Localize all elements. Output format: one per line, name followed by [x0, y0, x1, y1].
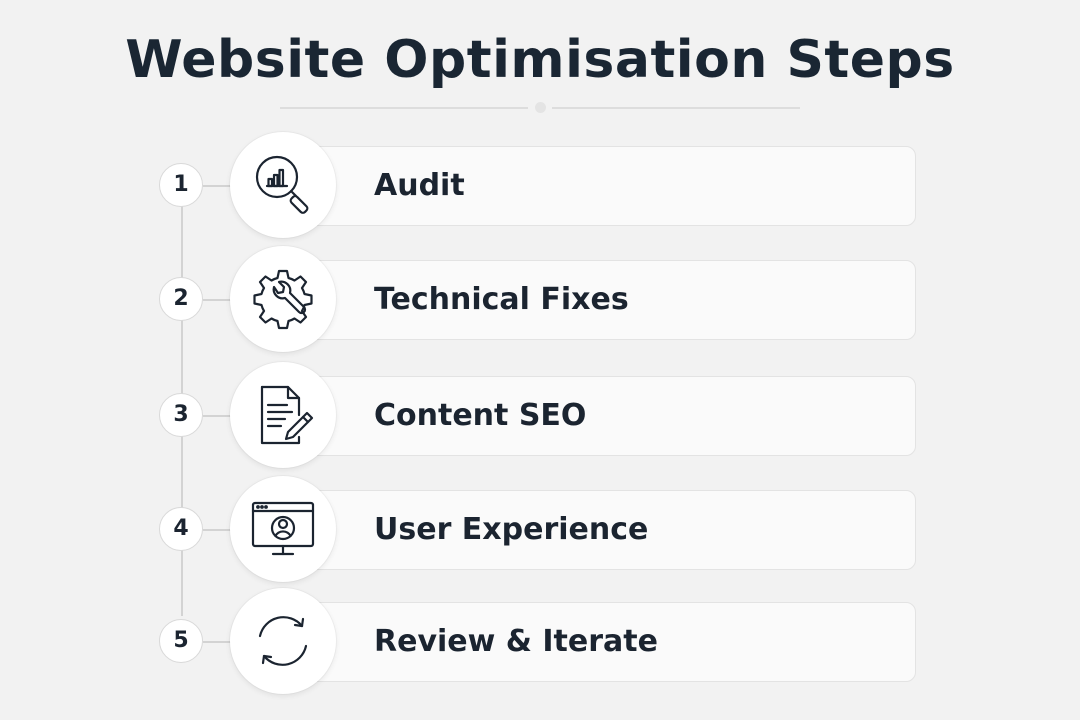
step-technical-fixes: 2 Technical Fixes [0, 246, 1080, 356]
refresh-cycle-icon [230, 588, 336, 694]
browser-user-icon [230, 476, 336, 582]
step-user-experience: 4 User Experience [0, 476, 1080, 586]
step-connector [203, 185, 233, 187]
step-label: Review & Iterate [374, 624, 658, 659]
step-label: Technical Fixes [374, 282, 629, 317]
step-card [300, 602, 916, 682]
step-number: 2 [159, 277, 203, 321]
step-label: Audit [374, 168, 465, 203]
title-divider [280, 101, 800, 115]
step-number: 4 [159, 507, 203, 551]
step-card [300, 490, 916, 570]
step-number: 3 [159, 393, 203, 437]
magnifier-chart-icon [230, 132, 336, 238]
step-audit: 1 Audit [0, 132, 1080, 242]
step-connector [203, 299, 233, 301]
divider-line-right [552, 107, 800, 109]
step-label: User Experience [374, 512, 649, 547]
step-content-seo: 3 Content SEO [0, 362, 1080, 472]
step-card [300, 146, 916, 226]
step-number: 1 [159, 163, 203, 207]
step-review-iterate: 5 Review & Iterate [0, 588, 1080, 698]
document-pencil-icon [230, 362, 336, 468]
step-card [300, 376, 916, 456]
gear-wrench-icon [230, 246, 336, 352]
divider-dot [535, 102, 546, 113]
step-connector [203, 529, 233, 531]
step-number: 5 [159, 619, 203, 663]
divider-line-left [280, 107, 528, 109]
page-title: Website Optimisation Steps [125, 30, 955, 90]
step-connector [203, 641, 233, 643]
step-connector [203, 415, 233, 417]
step-label: Content SEO [374, 398, 587, 433]
step-card [300, 260, 916, 340]
